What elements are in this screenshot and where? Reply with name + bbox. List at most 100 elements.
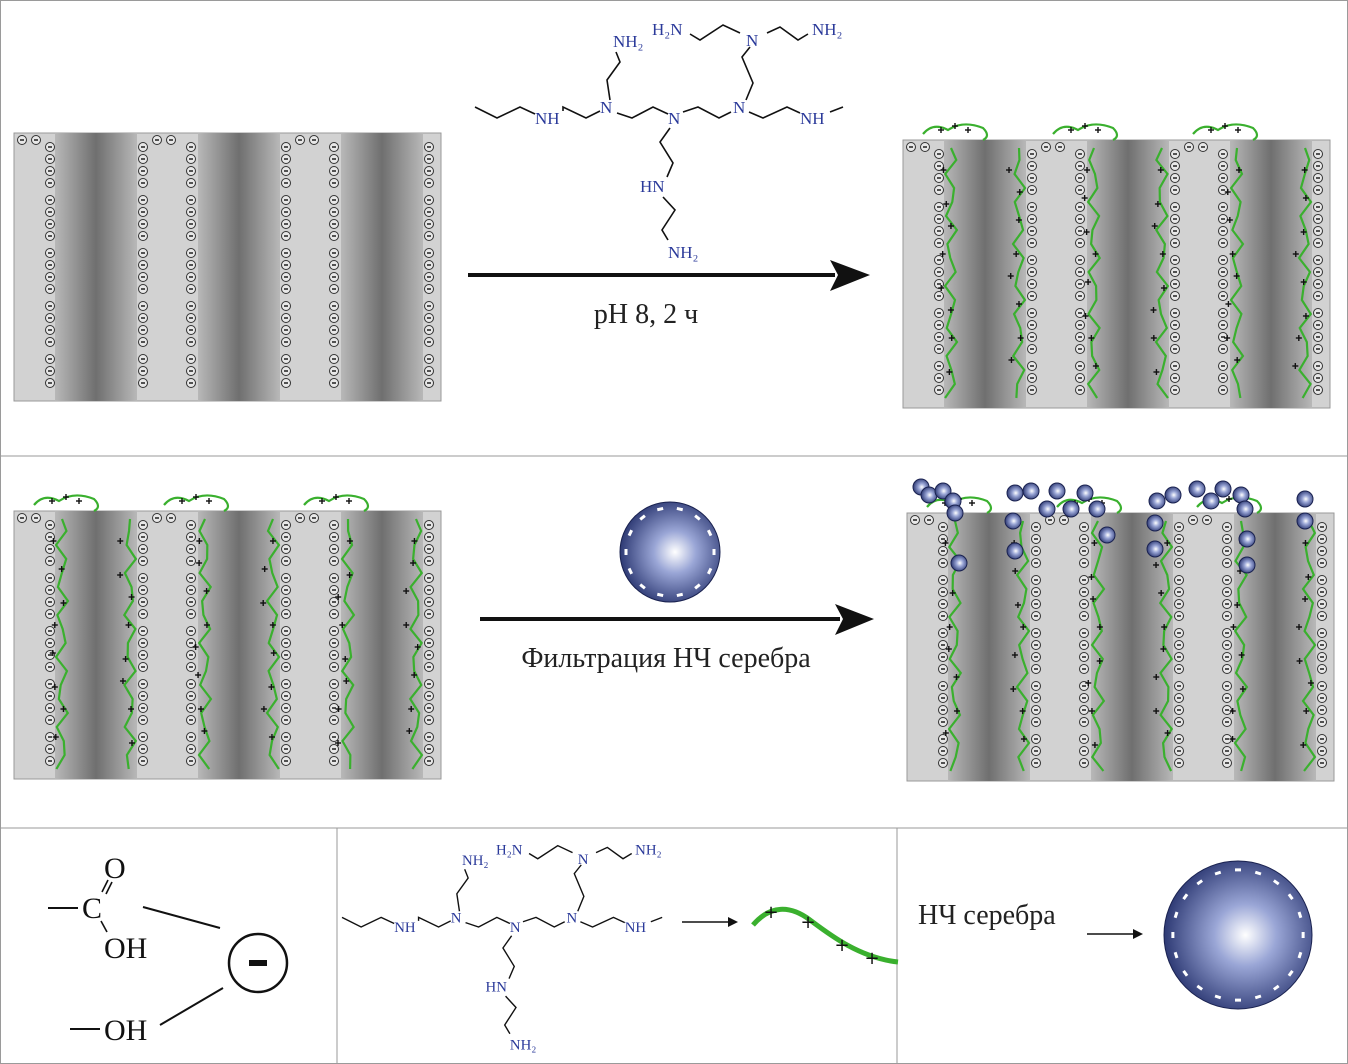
- pei-molecule-legend: NH N N N N NH NH₂ H₂N NH₂ HN NH₂: [341, 842, 663, 1054]
- n-label: N: [578, 852, 589, 868]
- nanoparticle: [1236, 500, 1254, 518]
- pore: [1230, 140, 1312, 408]
- n-label: N: [451, 911, 462, 927]
- pei-chain: [1052, 123, 1119, 141]
- pei-chain: [1011, 147, 1027, 399]
- negative-charge-mark: [1171, 932, 1175, 938]
- pei-chain: [1015, 520, 1031, 772]
- nanoparticle: [1214, 480, 1232, 498]
- n-label: N: [510, 920, 521, 936]
- negative-charge-mark: [1301, 932, 1305, 938]
- hydroxyl-oh-label: OH: [104, 1014, 147, 1047]
- membrane-bare: [13, 132, 442, 402]
- negative-charge-icon: [227, 932, 289, 994]
- nh2-label: NH₂: [812, 20, 842, 39]
- pei-chain: [1301, 520, 1317, 772]
- legend-arrow: [682, 917, 738, 927]
- positive-charge: +: [800, 912, 815, 933]
- nanoparticle: [1146, 540, 1164, 558]
- n-label: N: [600, 98, 612, 117]
- pore: [341, 511, 423, 779]
- negative-charge-mark: [1287, 969, 1294, 977]
- membrane-pei-coated: [13, 494, 442, 780]
- negative-charge-mark: [656, 506, 664, 512]
- negative-charge-mark: [1272, 879, 1280, 886]
- negative-charge-mark: [1297, 951, 1303, 959]
- negative-charge-mark: [656, 592, 664, 598]
- pei-chain: [922, 123, 989, 141]
- pore: [198, 133, 280, 401]
- negative-charge-mark: [1214, 994, 1222, 1000]
- pore: [341, 133, 423, 401]
- negative-charge-mark: [1287, 893, 1294, 901]
- pore: [1087, 140, 1169, 408]
- pei-chain: [1297, 147, 1313, 399]
- negative-charge-mark: [1196, 879, 1204, 886]
- pei-chain: [1192, 123, 1259, 141]
- h2n-label: H₂N: [496, 842, 523, 858]
- nanoparticle: [1188, 480, 1206, 498]
- negative-charge-mark: [712, 549, 716, 555]
- pei-chain: [303, 494, 370, 512]
- pei-chain: [1056, 496, 1123, 514]
- pei-chain: [265, 518, 281, 770]
- n-label: N: [746, 31, 758, 50]
- nh-label: NH: [535, 109, 560, 128]
- nh2-label: NH₂: [462, 853, 489, 869]
- nanoparticle: [950, 554, 968, 572]
- nanoparticle: [1163, 860, 1313, 1010]
- legend-negative-groups: C O OH OH: [48, 852, 289, 1047]
- negative-charge-mark: [706, 529, 713, 537]
- pei-chain-icon: + + + +: [751, 902, 899, 969]
- n-label: N: [566, 911, 577, 927]
- negative-charge-mark: [1235, 868, 1241, 872]
- nanoparticle: [1004, 512, 1022, 530]
- pei-chain: [926, 496, 993, 514]
- carboxyl-oh-label: OH: [104, 932, 147, 965]
- nanoparticle: [1148, 492, 1166, 510]
- negative-charge-mark: [1173, 911, 1179, 919]
- negative-charge-mark: [624, 549, 628, 555]
- silver-np-label: НЧ серебра: [918, 900, 1056, 931]
- nanoparticle: [1006, 542, 1024, 560]
- pore: [55, 133, 137, 401]
- negative-charge-mark: [1173, 951, 1179, 959]
- negative-charge-mark: [1235, 998, 1241, 1002]
- step1-condition: pH 8, 2 ч: [594, 299, 698, 330]
- nh-label: NH: [800, 109, 825, 128]
- pei-chain: [943, 147, 959, 399]
- pei-chain: [122, 518, 138, 770]
- negative-charge-mark: [1182, 969, 1189, 977]
- membrane-with-silver-np: [906, 478, 1335, 782]
- nanoparticle: [1296, 512, 1314, 530]
- nanoparticle: [1238, 556, 1256, 574]
- pei-chain: [1233, 520, 1249, 772]
- nanoparticle: [1146, 514, 1164, 532]
- positive-charge: +: [763, 902, 778, 923]
- pei-chain: [1086, 147, 1102, 399]
- nanoparticle: [1062, 500, 1080, 518]
- pore: [1091, 513, 1173, 781]
- negative-charge-mark: [694, 583, 701, 590]
- pei-chain: [197, 518, 213, 770]
- nanoparticle: [1098, 526, 1116, 544]
- nanoparticle: [1006, 484, 1024, 502]
- pei-chain: [1090, 520, 1106, 772]
- h2n-label: H₂N: [652, 20, 682, 39]
- nanoparticle: [1022, 482, 1040, 500]
- silver-nanoparticle-icon: [1163, 860, 1313, 1010]
- negative-charge-mark: [676, 506, 684, 512]
- negative-charge-mark: [639, 583, 646, 590]
- nanoparticle: [1238, 530, 1256, 548]
- nanoparticle: [1296, 490, 1314, 508]
- nh2-label: NH₂: [613, 32, 643, 51]
- negative-charge-mark: [1297, 911, 1303, 919]
- pore: [944, 140, 1026, 408]
- oxygen-label: O: [104, 852, 126, 885]
- negative-charge-mark: [1214, 870, 1222, 876]
- reaction-arrow: [480, 604, 874, 635]
- pei-chain: [340, 518, 356, 770]
- nanoparticle: [946, 504, 964, 522]
- carbon-label: C: [82, 892, 102, 925]
- pore: [1234, 513, 1316, 781]
